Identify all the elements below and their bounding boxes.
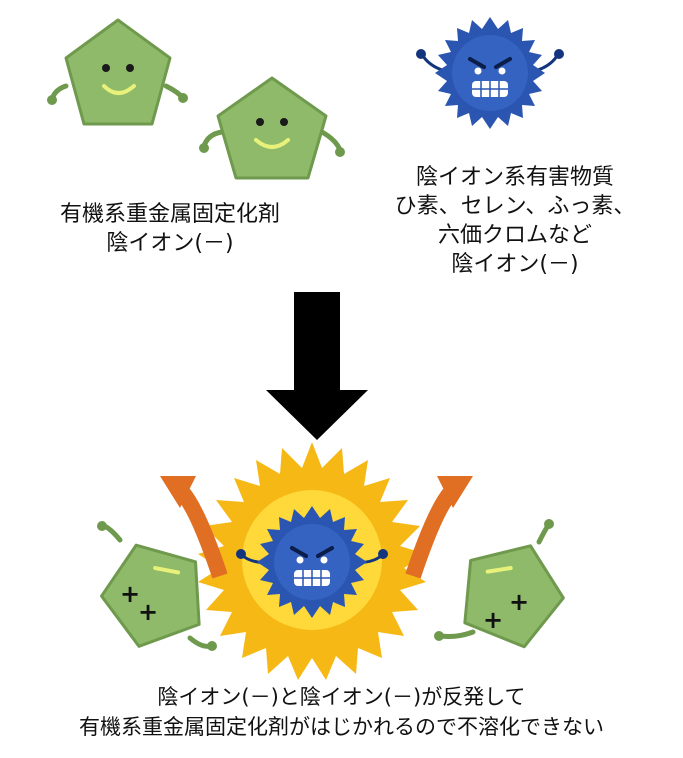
repelled-fixing-agent-right: + + bbox=[434, 519, 565, 649]
fixing-agent-label: 有機系重金属固定化剤 陰イオン(－) bbox=[40, 200, 300, 258]
plus-symbol-right-1: + bbox=[509, 588, 529, 616]
fixing-agent-character-2 bbox=[199, 76, 345, 180]
harmful-anion-label: 陰イオン系有害物質 ひ素、セレン、ふっ素、 六価クロムなど 陰イオン(－) bbox=[370, 163, 660, 279]
repelled-fixing-agent-left: + + bbox=[97, 521, 217, 651]
down-arrow-icon bbox=[266, 292, 368, 440]
result-label-line1: 陰イオン(－)と陰イオン(－)が反発して bbox=[157, 685, 526, 709]
harmful-anion-label-line1: 陰イオン系有害物質 bbox=[415, 165, 614, 190]
harmful-anion-label-line3: 六価クロムなど bbox=[437, 223, 592, 248]
harmful-anion-character bbox=[416, 17, 564, 129]
harmful-anion-label-line4: 陰イオン(－) bbox=[451, 252, 579, 277]
result-label: 陰イオン(－)と陰イオン(－)が反発して 有機系重金属固定化剤がはじかれるので不… bbox=[0, 682, 683, 742]
plus-symbol-left-2: + bbox=[138, 598, 158, 626]
plus-symbol-right-2: + bbox=[483, 606, 503, 634]
right-repulsion-arrow-icon bbox=[405, 476, 473, 579]
harmful-anion-center-character bbox=[236, 506, 388, 618]
plus-symbol-left-1: + bbox=[120, 580, 140, 608]
harmful-anion-label-line2: ひ素、セレン、ふっ素、 bbox=[394, 194, 636, 219]
fixing-agent-label-line1: 有機系重金属固定化剤 bbox=[59, 202, 280, 227]
fixing-agent-label-line2: 陰イオン(－) bbox=[106, 231, 234, 256]
fixing-agent-character-1 bbox=[47, 18, 188, 126]
result-label-line2: 有機系重金属固定化剤がはじかれるので不溶化できない bbox=[79, 715, 604, 739]
left-repulsion-arrow-icon bbox=[160, 476, 228, 579]
